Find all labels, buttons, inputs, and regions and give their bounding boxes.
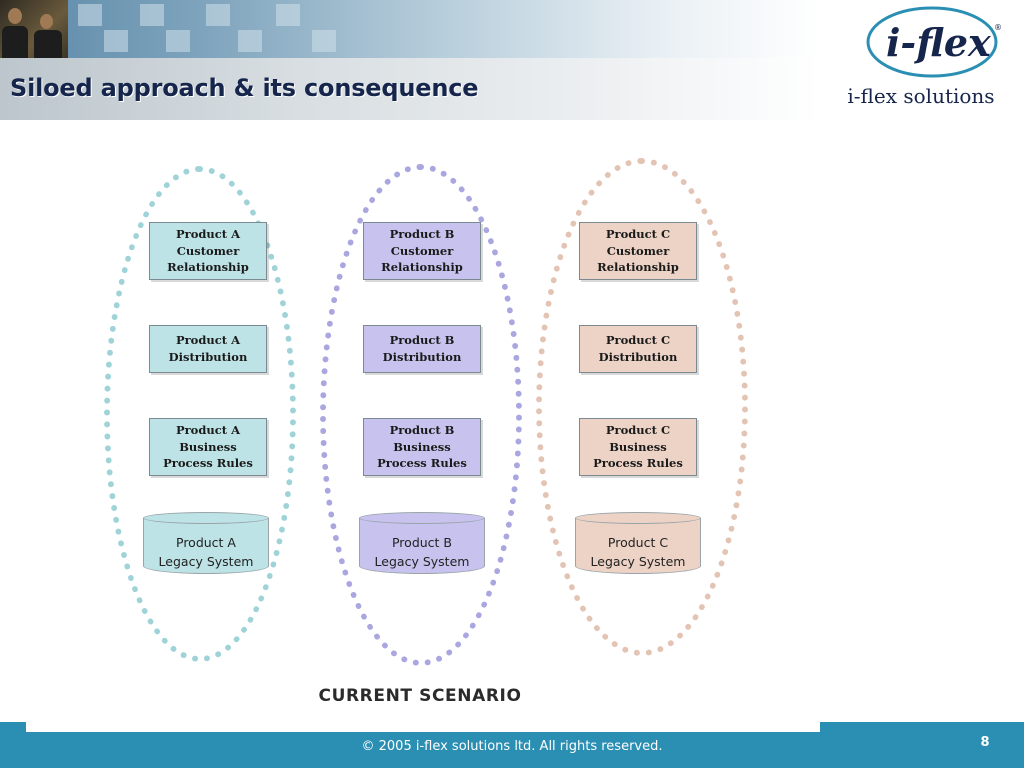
registered-mark: ® [994,23,1002,32]
silo-a [104,166,296,662]
person-head [8,8,22,24]
logo-swoosh [866,6,998,78]
person-body [34,30,62,58]
copyright-text: © 2005 i-flex solutions ltd. All rights … [361,739,663,754]
header-tile [140,4,164,26]
header-tile-pattern [0,0,820,58]
header-tile [78,4,102,26]
legacy-system-label: Product C Legacy System [590,535,686,569]
product-c-business-process-rules-box: Product C Business Process Rules [579,418,697,476]
cylinder-body [575,518,701,574]
silo-c [536,158,748,656]
product-c-distribution-box: Product C Distribution [579,325,697,373]
cylinder-top [143,512,269,524]
slide-footer: © 2005 i-flex solutions ltd. All rights … [0,722,1024,768]
slide-header: Siloed approach & its consequence i-flex… [0,0,1024,120]
person-body [2,26,28,58]
cylinder-top [359,512,485,524]
header-tile [104,30,128,52]
product-c-legacy-system-cylinder: Product C Legacy System [575,512,701,578]
cylinder-top [575,512,701,524]
page-number: 8 [980,735,990,750]
diagram-caption: CURRENT SCENARIO [318,686,522,706]
legacy-system-label: Product B Legacy System [374,535,470,569]
person-head [40,14,53,29]
product-a-legacy-system-cylinder: Product A Legacy System [143,512,269,578]
slide-title: Siloed approach & its consequence [10,74,479,102]
silo-diagram: Product A Customer Relationship Product … [0,120,1024,720]
product-b-business-process-rules-box: Product B Business Process Rules [363,418,481,476]
logo-wordmark: i-flex [886,20,992,65]
header-tile [276,4,300,26]
silo-b [320,164,522,666]
legacy-system-label: Product A Legacy System [158,535,254,569]
iflex-logo: i-flex ® [866,6,1002,78]
header-tile [312,30,336,52]
cylinder-body [359,518,485,574]
business-people-photo [0,0,68,58]
header-tile [166,30,190,52]
header-tile [238,30,262,52]
product-a-customer-relationship-box: Product A Customer Relationship [149,222,267,280]
product-b-legacy-system-cylinder: Product B Legacy System [359,512,485,578]
product-a-distribution-box: Product A Distribution [149,325,267,373]
cylinder-body [143,518,269,574]
brand-name: i-flex solutions [847,84,995,108]
product-b-customer-relationship-box: Product B Customer Relationship [363,222,481,280]
footer-white-strip [26,722,820,732]
product-c-customer-relationship-box: Product C Customer Relationship [579,222,697,280]
product-a-business-process-rules-box: Product A Business Process Rules [149,418,267,476]
product-b-distribution-box: Product B Distribution [363,325,481,373]
header-tile [206,4,230,26]
